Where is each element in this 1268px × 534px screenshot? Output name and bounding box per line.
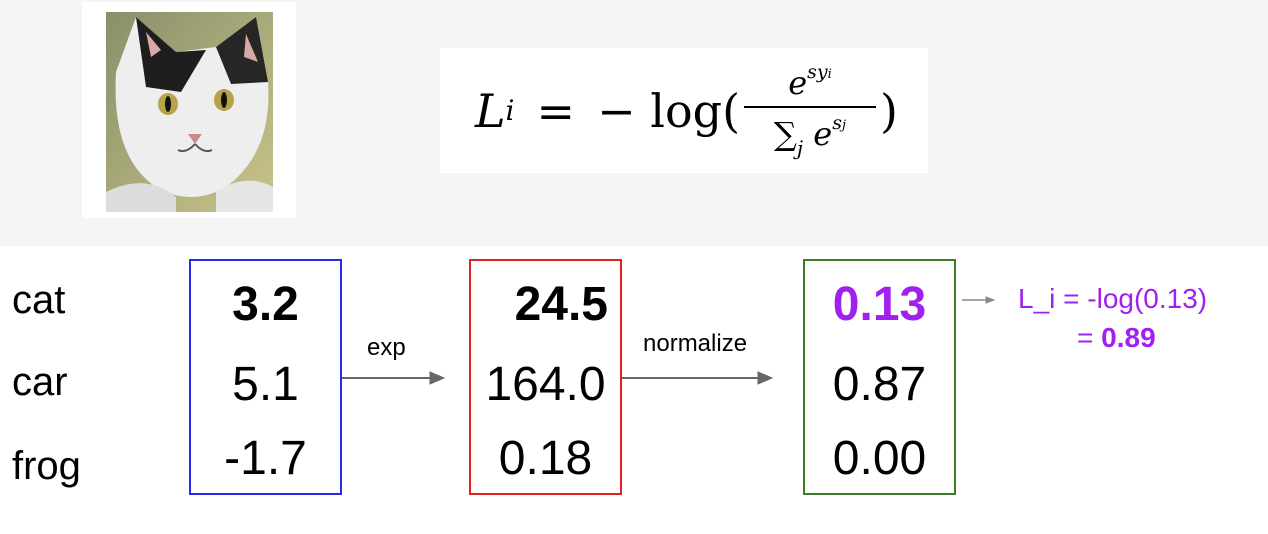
exp-frog: 0.18 [498,432,593,485]
denominator-exponent-text: s [832,112,842,134]
class-label-frog: frog [12,444,81,488]
loss-value: 0.89 [1101,322,1156,353]
exp-vector-box: 24.5 164.0 0.18 [469,259,622,495]
normalize-arrow [622,371,774,385]
loss-equals: = [1077,322,1102,353]
formula-fraction: esyi ∑j esj [744,61,877,160]
loss-arrow [962,296,996,304]
formula-numerator: esyi [780,61,840,106]
numerator-exponent-subscript: i [827,67,832,82]
denominator-base: e [813,115,833,153]
numerator-exponent: syi [807,61,832,83]
score-cat: 3.2 [232,278,299,331]
fraction-bar [744,106,877,108]
exp-cat: 24.5 [514,278,608,331]
exp-car: 164.0 [485,358,606,411]
exp-arrow [342,371,446,385]
score-vector-box: 3.2 5.1 -1.7 [189,259,342,495]
prob-car: 0.87 [832,358,927,411]
score-frog: -1.7 [224,432,307,485]
cat-image-frame [82,2,296,218]
numerator-exponent-text: sy [807,61,828,83]
probability-vector-box: 0.13 0.87 0.00 [803,259,956,495]
denominator-sum: ∑ [774,115,797,153]
normalize-arrow-label: normalize [643,330,748,357]
denominator-exponent-subscript: j [841,118,846,133]
cat-image [106,12,273,212]
score-car: 5.1 [232,358,299,411]
prob-frog: 0.00 [832,432,927,485]
class-label-cat: cat [12,278,66,322]
loss-line-1: L_i = -log(0.13) [1018,283,1208,314]
formula-equals: = [536,83,576,138]
formula-neg-log: − log( [597,83,741,138]
numerator-base: e [788,64,808,102]
formula-close-paren: ) [880,83,898,138]
class-label-car: car [12,360,68,404]
formula-denominator: ∑j esj [774,108,846,160]
denominator-exponent: sj [832,112,846,134]
exp-arrow-label: exp [367,334,406,361]
denominator-sum-index: j [796,136,804,160]
formula-lhs: L [475,83,506,138]
loss-line-2: = 0.89 [1077,322,1156,354]
formula-lhs-subscript: i [505,94,515,127]
prob-cat: 0.13 [832,278,927,331]
